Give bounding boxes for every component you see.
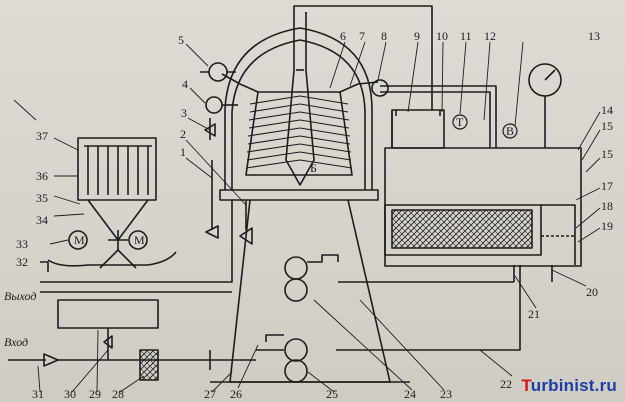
separator-pedestal	[210, 199, 410, 383]
ref-31: 31	[32, 387, 44, 401]
watermark-first-letter: T	[521, 376, 531, 395]
ref-25: 25	[326, 387, 338, 401]
ref-24: 24	[404, 387, 416, 401]
ref-26: 26	[230, 387, 242, 401]
ref-2: 2	[180, 127, 186, 141]
inlet-line	[8, 328, 256, 370]
motor-34	[68, 230, 88, 250]
outlet-line	[40, 200, 233, 293]
ref-32: 32	[16, 255, 28, 269]
valve-3	[204, 118, 216, 140]
ref-12: 12	[484, 29, 496, 43]
ref-7: 7	[359, 29, 365, 43]
ref-17: 17	[601, 179, 613, 193]
t-gauge-mark: T	[456, 115, 464, 129]
filter-37	[77, 137, 157, 201]
ref-8: 8	[381, 29, 387, 43]
motor-left-mark: M	[74, 233, 85, 247]
ref-20: 20	[586, 285, 598, 299]
valve-4	[205, 96, 238, 114]
pressure-gauge-13	[528, 63, 562, 148]
ref-11: 11	[460, 29, 472, 43]
ref-10: 10	[436, 29, 448, 43]
ref-30: 30	[64, 387, 76, 401]
watermark-logo: Turbinist.ru	[521, 376, 617, 396]
return-line	[336, 265, 521, 351]
ref-33: 33	[16, 237, 28, 251]
valve-8	[371, 79, 389, 97]
ref-19: 19	[601, 219, 613, 233]
separator-bowl	[219, 5, 433, 201]
watermark-rest: urbinist.ru	[530, 376, 617, 395]
ref-23: 23	[440, 387, 452, 401]
filter-28	[139, 349, 159, 381]
ref-35: 35	[36, 191, 48, 205]
ref-3: 3	[181, 106, 187, 120]
b-gauge-mark: B	[506, 124, 514, 138]
upper-pipe	[380, 68, 497, 148]
ref-5: 5	[178, 33, 184, 47]
motor-right-mark: M	[134, 233, 145, 247]
ref-18: 18	[601, 199, 613, 213]
ref-29: 29	[89, 387, 101, 401]
valve-5	[200, 62, 236, 82]
ref-6: 6	[340, 29, 346, 43]
ref-15b: 15	[601, 147, 613, 161]
label-vkhod: Вход	[4, 335, 28, 349]
ref-21: 21	[528, 307, 540, 321]
pump-upper	[284, 254, 339, 302]
motor-35	[128, 230, 148, 250]
valve-1	[205, 160, 219, 239]
ref-34: 34	[36, 213, 48, 227]
ref-4: 4	[182, 77, 188, 91]
ref-13: 13	[588, 29, 600, 43]
ref-27: 27	[204, 387, 216, 401]
ref-22: 22	[500, 377, 512, 391]
ref-9: 9	[414, 29, 420, 43]
ref-15a: 15	[601, 119, 613, 133]
ref-14: 14	[601, 103, 613, 117]
label-vykhod: Выход	[4, 289, 36, 303]
heater-tank	[384, 109, 582, 282]
pump-lower	[256, 334, 308, 383]
ref-1: 1	[180, 145, 186, 159]
ref-37: 37	[36, 129, 48, 143]
bowl-mark: Б	[310, 161, 317, 175]
tank-29	[57, 299, 159, 329]
ref-28: 28	[112, 387, 124, 401]
ref-36: 36	[36, 169, 48, 183]
